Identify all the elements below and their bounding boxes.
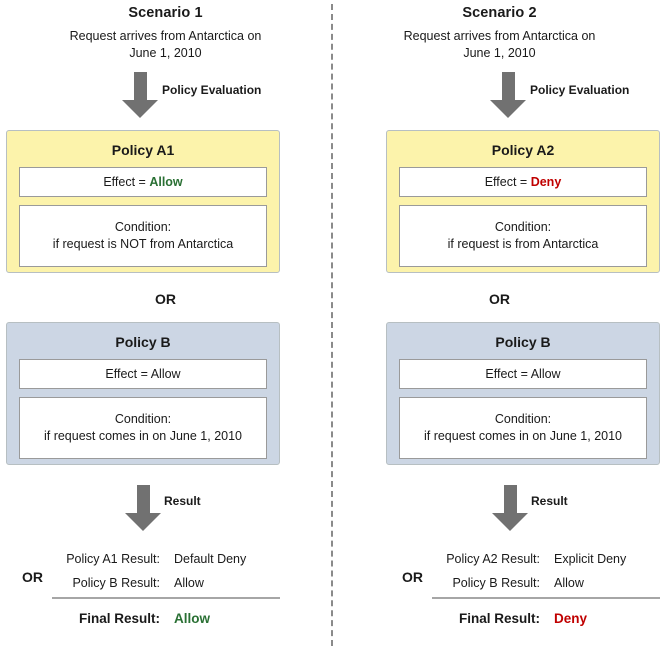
policy-a-title: Policy A2 — [491, 142, 555, 158]
request-description: Request arrives from Antarctica on June … — [69, 29, 262, 60]
arrow-head — [125, 513, 161, 531]
result-row: Policy B Result: Allow — [22, 571, 280, 595]
result-row: Policy A1 Result: Default Deny — [22, 547, 280, 571]
result-row-label: Policy A2 Result: — [446, 552, 540, 566]
result-row-value: Allow — [554, 576, 584, 590]
policy-evaluation-arrow-icon — [122, 72, 158, 118]
result-rows: OR Policy A1 Result: Default Deny Policy… — [22, 547, 280, 595]
policy-a-condition-label: Condition: — [114, 220, 172, 234]
policy-a-condition-label: Condition: — [494, 220, 552, 234]
arrow-shaft — [502, 72, 515, 101]
result-row: Policy A2 Result: Explicit Deny — [402, 547, 660, 571]
scenario-panel-1: Scenario 1 Request arrives from Antarcti… — [0, 0, 331, 650]
policy-a-condition-text: if request is from Antarctica — [447, 237, 599, 251]
policy-b-effect-value: Allow — [530, 367, 561, 381]
policy-b-effect-prefix: Effect = — [485, 367, 531, 381]
or-separator-label: OR — [155, 291, 176, 307]
policy-a-title: Policy A1 — [111, 142, 175, 158]
result-arrow-label: Result — [531, 494, 568, 508]
policy-b-effect-field: Effect = Allow — [19, 359, 267, 389]
policy-a-card[interactable]: Policy A2 Effect = Deny Condition: if re… — [386, 130, 660, 273]
policy-a-effect-value: Allow — [149, 175, 183, 189]
result-row-label: Policy B Result: — [72, 576, 160, 590]
result-row-label: Policy A1 Result: — [66, 552, 160, 566]
policy-b-effect-prefix: Effect = — [105, 367, 151, 381]
arrow-shaft — [137, 485, 150, 514]
result-rows: OR Policy A2 Result: Explicit Deny Polic… — [402, 547, 660, 595]
policy-b-effect-field: Effect = Allow — [399, 359, 647, 389]
policy-evaluation-label: Policy Evaluation — [530, 83, 630, 97]
policy-b-condition-label: Condition: — [494, 412, 552, 426]
arrow-head — [492, 513, 528, 531]
result-row-label: Policy B Result: — [452, 576, 540, 590]
result-summary: OR Policy A1 Result: Default Deny Policy… — [22, 547, 280, 626]
result-row-value: Explicit Deny — [554, 552, 627, 566]
policy-b-card[interactable]: Policy B Effect = Allow Condition: if re… — [6, 322, 280, 465]
final-result-label: Final Result: — [78, 611, 160, 626]
policy-a-effect-value: Deny — [530, 175, 562, 189]
policy-a-effect-field: Effect = Deny — [399, 167, 647, 197]
request-description: Request arrives from Antarctica on June … — [403, 29, 596, 60]
or-separator-label: OR — [489, 291, 510, 307]
arrow-shaft — [504, 485, 517, 514]
policy-b-title: Policy B — [115, 334, 171, 350]
policy-a-card[interactable]: Policy A1 Effect = Allow Condition: if r… — [6, 130, 280, 273]
policy-b-condition-field: Condition: if request comes in on June 1… — [19, 397, 267, 459]
result-summary: OR Policy A2 Result: Explicit Deny Polic… — [402, 547, 660, 626]
policy-evaluation-label: Policy Evaluation — [162, 83, 262, 97]
result-divider-rule — [432, 597, 660, 599]
result-divider-rule — [52, 597, 280, 599]
result-or-label: OR — [22, 569, 43, 585]
arrow-shaft — [134, 72, 147, 101]
policy-b-card[interactable]: Policy B Effect = Allow Condition: if re… — [386, 322, 660, 465]
final-result-row: Final Result: Deny — [402, 611, 660, 626]
policy-b-title: Policy B — [495, 334, 551, 350]
policy-a-condition-text: if request is NOT from Antarctica — [52, 237, 234, 251]
policy-evaluation-arrow-icon — [490, 72, 526, 118]
result-row-value: Allow — [174, 576, 204, 590]
policy-a-effect-field: Effect = Allow — [19, 167, 267, 197]
final-result-row: Final Result: Allow — [22, 611, 280, 626]
scenario-title: Scenario 2 — [462, 5, 537, 21]
scenario-panel-2: Scenario 2 Request arrives from Antarcti… — [334, 0, 665, 650]
policy-a-effect-prefix: Effect = — [484, 175, 531, 189]
result-arrow-label: Result — [164, 494, 201, 508]
final-result-label: Final Result: — [458, 611, 540, 626]
policy-b-condition-label: Condition: — [114, 412, 172, 426]
result-arrow-icon — [492, 485, 528, 531]
policy-b-condition-text: if request comes in on June 1, 2010 — [423, 429, 623, 443]
result-or-label: OR — [402, 569, 423, 585]
policy-a-condition-field: Condition: if request is from Antarctica — [399, 205, 647, 267]
result-row-value: Default Deny — [174, 552, 247, 566]
arrow-head — [122, 100, 158, 118]
result-row: Policy B Result: Allow — [402, 571, 660, 595]
scenario-divider — [331, 4, 333, 646]
policy-b-effect-value: Allow — [150, 367, 181, 381]
final-result-value: Allow — [174, 611, 210, 626]
policy-b-condition-text: if request comes in on June 1, 2010 — [43, 429, 243, 443]
arrow-head — [490, 100, 526, 118]
policy-a-effect-prefix: Effect = — [103, 175, 150, 189]
policy-a-condition-field: Condition: if request is NOT from Antarc… — [19, 205, 267, 267]
result-arrow-icon — [125, 485, 161, 531]
scenario-title: Scenario 1 — [128, 5, 203, 21]
policy-b-condition-field: Condition: if request comes in on June 1… — [399, 397, 647, 459]
final-result-value: Deny — [554, 611, 588, 626]
